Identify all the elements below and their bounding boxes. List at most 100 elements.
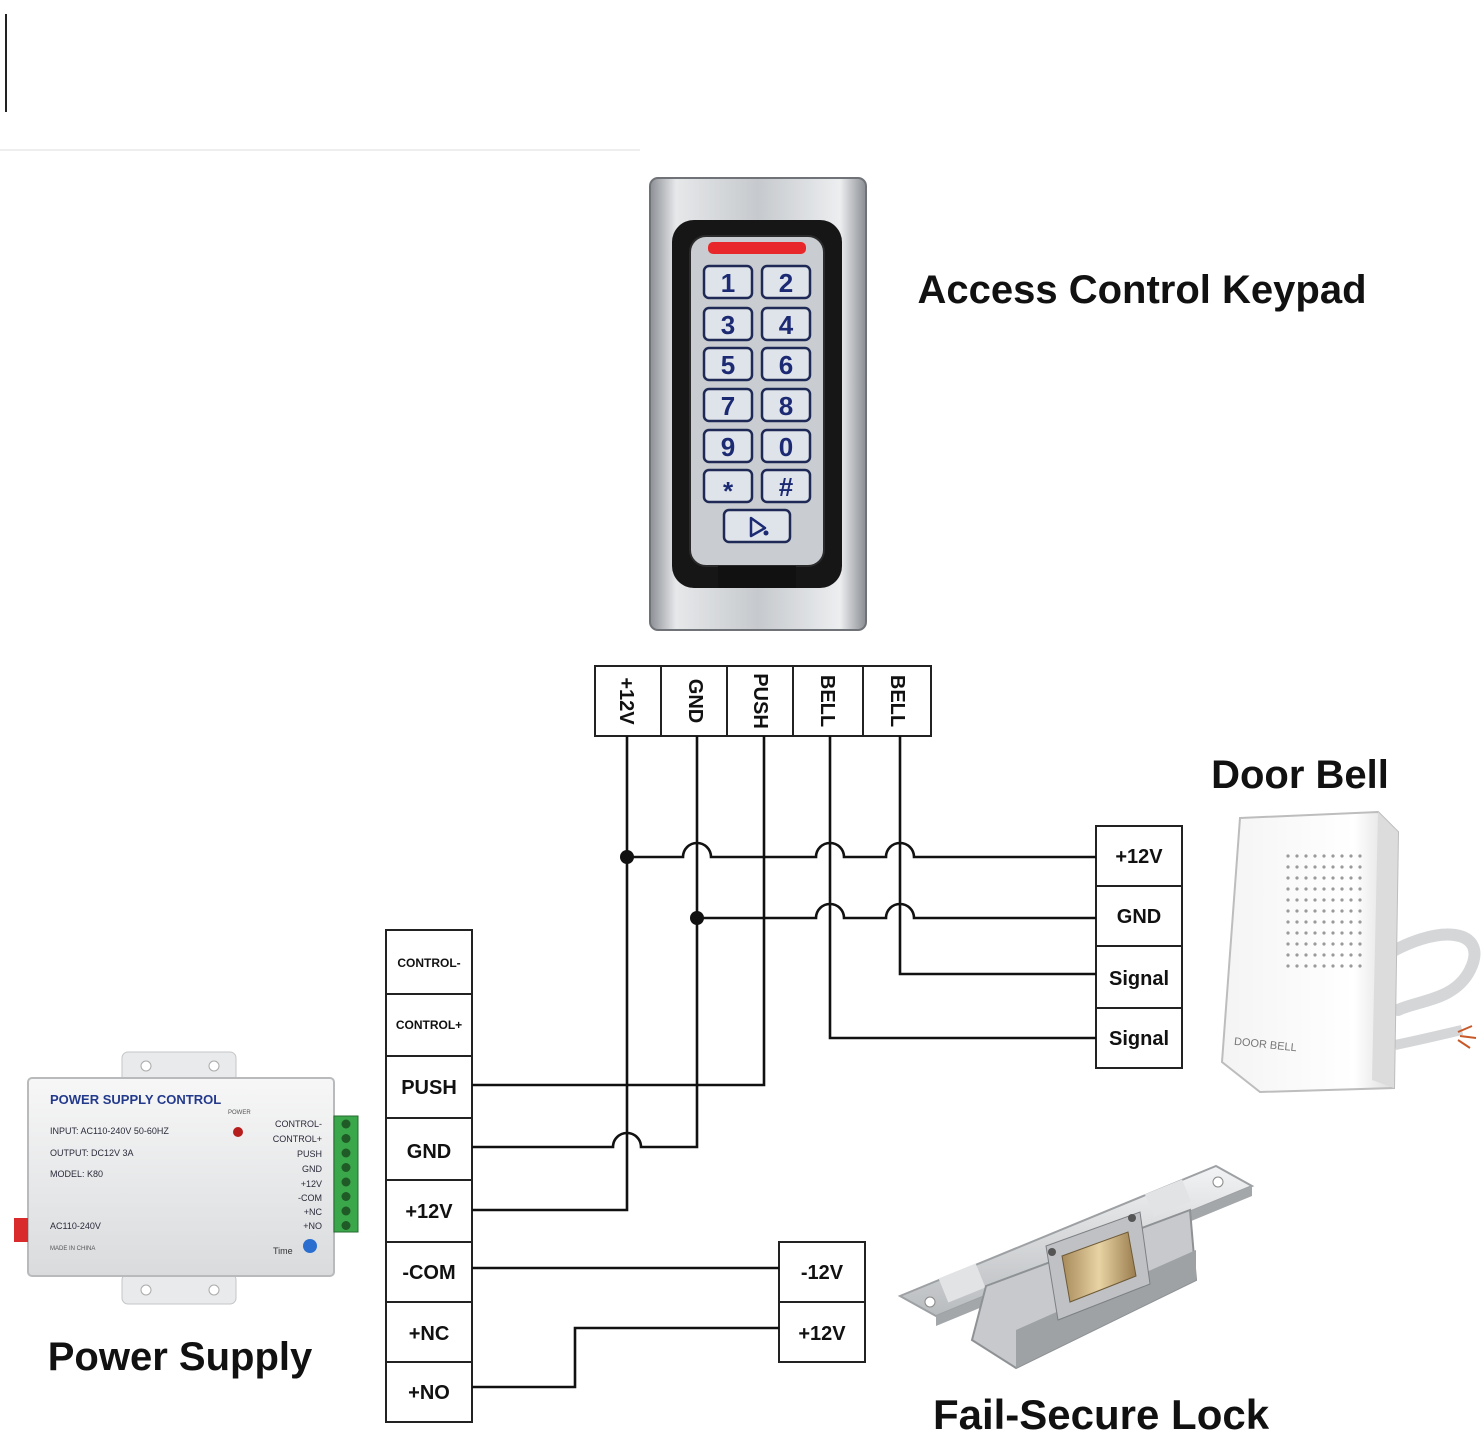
- wire-keypad-push: [472, 736, 766, 1087]
- grille-dot: [1295, 876, 1299, 880]
- grille-dot: [1286, 920, 1290, 924]
- grille-dot: [1304, 909, 1308, 913]
- grille-dot: [1313, 854, 1317, 858]
- grille-dot: [1304, 942, 1308, 946]
- grille-dot: [1358, 920, 1362, 924]
- svg-text:3: 3: [721, 310, 735, 340]
- grille-dot: [1358, 876, 1362, 880]
- svg-text:+12V: +12V: [301, 1179, 322, 1189]
- wire-lock-plus: [472, 1326, 779, 1389]
- time-knob-icon: [303, 1239, 317, 1253]
- svg-text:#: #: [779, 472, 794, 502]
- grille-dot: [1358, 931, 1362, 935]
- grille-dot: [1331, 942, 1335, 946]
- grille-dot: [1331, 898, 1335, 902]
- doorbell-terminal-signal-1: Signal: [1109, 968, 1169, 990]
- grille-dot: [1331, 909, 1335, 913]
- grille-dot: [1322, 920, 1326, 924]
- svg-text:*: *: [723, 476, 734, 506]
- key-5: 5: [702, 346, 754, 382]
- power-supply-terminal-strip: CONTROL- CONTROL+ PUSH GND +12V -COM +NC…: [385, 929, 473, 1423]
- grille-dot: [1358, 898, 1362, 902]
- svg-text:PUSH: PUSH: [297, 1149, 322, 1159]
- grille-dot: [1322, 865, 1326, 869]
- grille-dot: [1286, 964, 1290, 968]
- grille-dot: [1304, 898, 1308, 902]
- power-supply-power-label: POWER: [228, 1110, 251, 1116]
- power-supply-header: POWER SUPPLY CONTROL: [50, 1092, 221, 1107]
- grille-dot: [1340, 964, 1344, 968]
- doorbell-title: Door Bell: [1211, 753, 1389, 797]
- svg-text:4: 4: [779, 310, 794, 340]
- grille-dot: [1295, 964, 1299, 968]
- power-supply-screw-terminals: [341, 1119, 351, 1230]
- grille-dot: [1295, 953, 1299, 957]
- power-supply-side-labels: CONTROL- CONTROL+ PUSH GND +12V -COM +NC…: [273, 1119, 323, 1231]
- svg-text:CONTROL+: CONTROL+: [273, 1134, 322, 1144]
- wire-doorbell-gnd: [697, 902, 1096, 920]
- ps-terminal-push: PUSH: [401, 1077, 457, 1099]
- wire-bell-1: [828, 736, 1096, 1040]
- svg-text:1: 1: [721, 268, 735, 298]
- grille-dot: [1340, 876, 1344, 880]
- keypad-terminal-push: PUSH: [749, 673, 771, 729]
- grille-dot: [1331, 953, 1335, 957]
- grille-dot: [1349, 920, 1353, 924]
- grille-dot: [1349, 909, 1353, 913]
- screw-terminal: [341, 1119, 351, 1129]
- grille-dot: [1322, 964, 1326, 968]
- key-2: 2: [760, 264, 812, 300]
- svg-text:+NC: +NC: [304, 1207, 323, 1217]
- grille-dot: [1340, 953, 1344, 957]
- svg-text:-COM: -COM: [298, 1193, 322, 1203]
- grille-dot: [1358, 887, 1362, 891]
- doorbell-terminal-signal-2: Signal: [1109, 1028, 1169, 1050]
- lock-terminal-strip: -12V +12V: [778, 1241, 866, 1363]
- svg-text:2: 2: [779, 268, 793, 298]
- keypad-device: 1 2 3 4 5 6 7 8 9 0 * #: [649, 177, 867, 631]
- key-star: *: [702, 468, 754, 506]
- key-6: 6: [760, 346, 812, 382]
- grille-dot: [1358, 964, 1362, 968]
- svg-text:0: 0: [779, 432, 793, 462]
- grille-dot: [1313, 964, 1317, 968]
- grille-dot: [1286, 898, 1290, 902]
- screw-terminal: [341, 1163, 351, 1172]
- grille-dot: [1331, 920, 1335, 924]
- grille-dot: [1304, 854, 1308, 858]
- ps-terminal-gnd: GND: [407, 1141, 451, 1163]
- wire-keypad-12v: [472, 736, 629, 1212]
- screw-terminal: [341, 1148, 351, 1158]
- grille-dot: [1340, 898, 1344, 902]
- power-supply-made-in: MADE IN CHINA: [50, 1246, 95, 1252]
- svg-text:+NO: +NO: [303, 1221, 322, 1231]
- grille-dot: [1349, 931, 1353, 935]
- grille-dot: [1304, 920, 1308, 924]
- grille-dot: [1340, 942, 1344, 946]
- grille-dot: [1313, 865, 1317, 869]
- lock-terminal-minus-12v: -12V: [801, 1262, 844, 1284]
- grille-dot: [1322, 887, 1326, 891]
- grille-dot: [1286, 931, 1290, 935]
- grille-dot: [1304, 964, 1308, 968]
- grille-dot: [1349, 887, 1353, 891]
- grille-dot: [1322, 953, 1326, 957]
- screw-terminal: [341, 1134, 351, 1143]
- grille-dot: [1322, 898, 1326, 902]
- power-supply-title: Power Supply: [48, 1335, 313, 1379]
- grille-dot: [1295, 887, 1299, 891]
- grille-dot: [1358, 854, 1362, 858]
- power-supply-device: POWER SUPPLY CONTROL INPUT: AC110-240V 5…: [14, 1051, 359, 1305]
- screw-terminal: [341, 1177, 351, 1187]
- grille-dot: [1358, 865, 1362, 869]
- grille-dot: [1340, 909, 1344, 913]
- svg-text:7: 7: [721, 391, 735, 421]
- key-bell: [722, 508, 792, 544]
- key-7: 7: [702, 387, 754, 423]
- grille-dot: [1349, 898, 1353, 902]
- doorbell-speaker-grille: [1286, 854, 1362, 968]
- doorbell-terminal-gnd: GND: [1117, 906, 1161, 928]
- grille-dot: [1304, 931, 1308, 935]
- grille-dot: [1349, 953, 1353, 957]
